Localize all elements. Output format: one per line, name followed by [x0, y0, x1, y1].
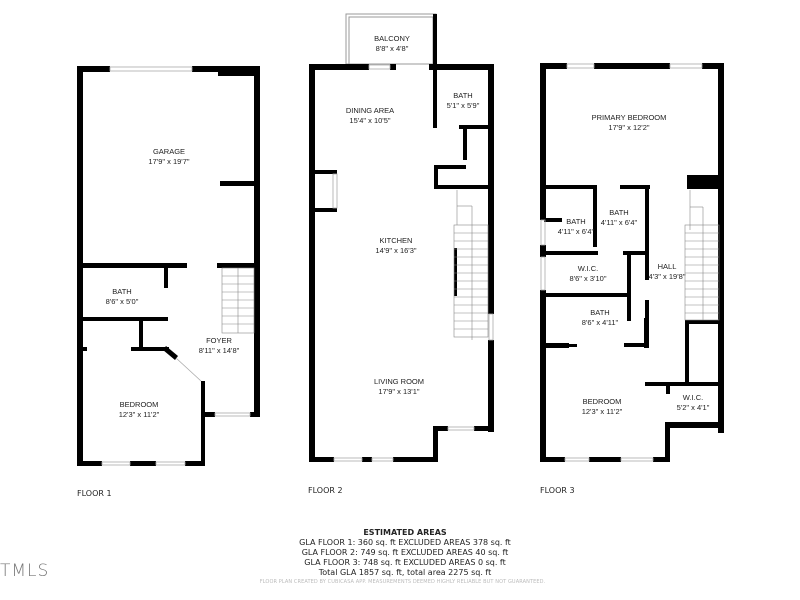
room-name: BEDROOM	[582, 397, 622, 406]
room-name: BATH	[590, 308, 610, 317]
room-dims: 12'3" x 11'2"	[118, 410, 160, 419]
room-dims: 12'3" x 11'2"	[581, 407, 623, 416]
room-dims: 4'3" x 19'8"	[648, 272, 686, 281]
room-name: FOYER	[206, 336, 232, 345]
room-name: BATH	[566, 217, 586, 226]
room-wic-a-floor3: W.I.C. 8'6" x 3'10"	[570, 264, 607, 284]
floor-2-label: FLOOR 2	[308, 486, 343, 495]
room-name: KITCHEN	[379, 236, 413, 245]
room-name: GARAGE	[152, 147, 186, 156]
room-living-room: LIVING ROOM 17'9" x 13'1"	[374, 377, 424, 397]
room-dims: 17'9" x 12'2"	[608, 123, 650, 132]
room-dims: 4'11" x 6'4"	[557, 227, 595, 236]
floor-2-walls	[309, 13, 494, 462]
gla-floor-3: GLA FLOOR 3: 748 sq. ft EXCLUDED AREAS 0…	[304, 558, 506, 567]
room-name: BATH	[112, 287, 132, 296]
room-dims: 17'9" x 19'7"	[148, 157, 190, 166]
floor-3-label: FLOOR 3	[540, 486, 575, 495]
room-dims: 8'6" x 4'11"	[581, 318, 619, 327]
room-dims: 8'11" x 14'8"	[198, 346, 240, 355]
room-name: HALL	[657, 262, 677, 271]
room-name: DINING AREA	[345, 106, 395, 115]
room-name: BATH	[609, 208, 629, 217]
room-dims: 15'4" x 10'5"	[349, 116, 391, 125]
disclaimer: FLOOR PLAN CREATED BY CUBICASA APP. MEAS…	[259, 579, 546, 585]
room-dims: 8'6" x 3'10"	[569, 274, 607, 283]
room-name: BEDROOM	[119, 400, 159, 409]
room-name: W.I.C.	[682, 393, 704, 402]
room-dims: 8'8" x 4'8"	[375, 44, 409, 53]
room-name: PRIMARY BEDROOM	[591, 113, 667, 122]
room-dims: 5'2" x 4'1"	[676, 403, 710, 412]
room-bedroom-floor3: BEDROOM 12'3" x 11'2"	[582, 397, 623, 417]
room-primary-bedroom: PRIMARY BEDROOM 17'9" x 12'2"	[592, 113, 667, 133]
gla-total: Total GLA 1857 sq. ft, total area 2275 s…	[318, 568, 492, 577]
room-garage: GARAGE 17'9" x 19'7"	[148, 147, 189, 167]
room-bath-a-floor3: BATH 4'11" x 6'4"	[558, 217, 594, 237]
room-foyer: FOYER 8'11" x 14'8"	[199, 336, 240, 356]
room-bedroom-floor1: BEDROOM 12'3" x 11'2"	[119, 400, 160, 420]
room-kitchen: KITCHEN 14'9" x 16'3"	[375, 236, 416, 256]
room-bath-floor1: BATH 8'6" x 5'0"	[106, 287, 139, 307]
room-name: LIVING ROOM	[373, 377, 425, 386]
room-wic-b-floor3: W.I.C. 5'2" x 4'1"	[677, 393, 710, 413]
gla-floor-2: GLA FLOOR 2: 749 sq. ft EXCLUDED AREAS 4…	[301, 548, 509, 557]
tmls-watermark-logo: TMLS	[0, 561, 50, 581]
room-dims: 4'11" x 6'4"	[600, 218, 638, 227]
room-bath-b-floor3: BATH 4'11" x 6'4"	[601, 208, 637, 228]
gla-floor-1: GLA FLOOR 1: 360 sq. ft EXCLUDED AREAS 3…	[299, 538, 511, 547]
room-bath-c-floor3: BATH 8'6" x 4'11"	[582, 308, 618, 328]
room-dims: 5'1" x 5'9"	[446, 101, 480, 110]
floor-1-label: FLOOR 1	[77, 489, 112, 498]
room-dining-area: DINING AREA 15'4" x 10'5"	[346, 106, 394, 126]
room-dims: 8'6" x 5'0"	[105, 297, 139, 306]
floor-1-walls	[77, 66, 260, 466]
room-hall: HALL 4'3" x 19'8"	[649, 262, 686, 282]
room-name: BALCONY	[374, 34, 410, 43]
estimated-areas-title: ESTIMATED AREAS	[363, 528, 447, 537]
room-dims: 17'9" x 13'1"	[378, 387, 420, 396]
room-name: BATH	[453, 91, 473, 100]
floor-3-walls	[540, 63, 724, 462]
estimated-areas: ESTIMATED AREAS GLA FLOOR 1: 360 sq. ft …	[250, 528, 560, 578]
room-dims: 14'9" x 16'3"	[375, 246, 417, 255]
room-balcony: BALCONY 8'8" x 4'8"	[374, 34, 410, 54]
room-bath-floor2: BATH 5'1" x 5'9"	[447, 91, 480, 111]
room-name: W.I.C.	[577, 264, 599, 273]
